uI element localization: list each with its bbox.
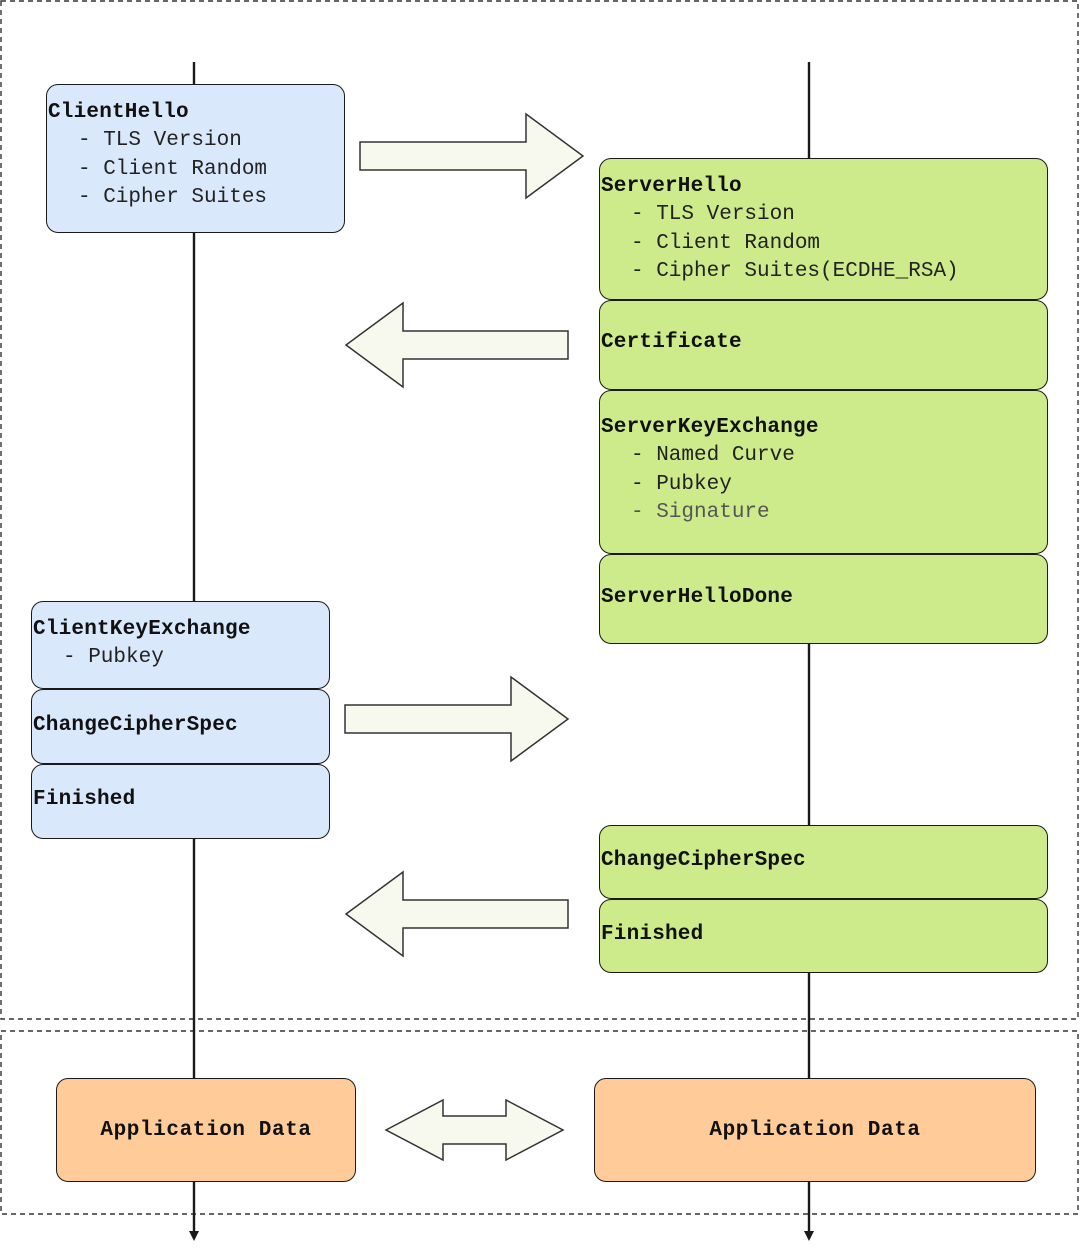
server-key-exchange-box: ServerKeyExchange - Named Curve - Pubkey… <box>599 390 1048 554</box>
server-hello-done-box: ServerHelloDone <box>599 554 1048 644</box>
certificate-box: Certificate <box>599 300 1048 390</box>
server-finished-arrow <box>344 870 569 958</box>
server-hello-arrow <box>344 301 569 389</box>
client-change-cipher-spec-box: ChangeCipherSpec <box>31 689 330 764</box>
client-application-data-label: Application Data <box>100 1118 312 1142</box>
client-key-exchange-arrow <box>344 675 570 763</box>
server-hello-title: ServerHello <box>601 175 742 198</box>
client-change-cipher-spec-title: ChangeCipherSpec <box>33 714 238 737</box>
server-key-exchange-item: - Named Curve <box>631 444 795 467</box>
server-change-cipher-spec-title: ChangeCipherSpec <box>601 849 806 872</box>
client-hello-arrow <box>359 112 585 200</box>
server-application-data-box: Application Data <box>594 1078 1036 1182</box>
client-key-exchange-item: - Pubkey <box>63 646 164 669</box>
client-hello-box: ClientHello - TLS Version - Client Rando… <box>46 84 345 233</box>
client-hello-title: ClientHello <box>48 101 189 124</box>
client-key-exchange-title: ClientKeyExchange <box>33 618 251 641</box>
client-application-data-box: Application Data <box>56 1078 356 1182</box>
server-change-cipher-spec-box: ChangeCipherSpec <box>599 825 1048 899</box>
server-key-exchange-item: - Pubkey <box>631 472 732 496</box>
client-finished-title: Finished <box>33 788 136 811</box>
client-hello-item: - TLS Version <box>78 129 242 152</box>
application-data-arrow <box>384 1098 565 1162</box>
server-finished-title: Finished <box>601 923 704 946</box>
server-hello-box: ServerHello - TLS Version - Client Rando… <box>599 158 1048 300</box>
server-key-exchange-title: ServerKeyExchange <box>601 416 819 439</box>
server-key-exchange-item: - Signature <box>631 501 770 524</box>
server-hello-item: - TLS Version <box>631 203 795 226</box>
certificate-title: Certificate <box>601 331 742 354</box>
server-finished-box: Finished <box>599 899 1048 973</box>
server-hello-done-title: ServerHelloDone <box>601 586 794 609</box>
client-key-exchange-box: ClientKeyExchange - Pubkey <box>31 601 330 689</box>
server-hello-item: - Client Random <box>631 231 821 255</box>
server-application-data-label: Application Data <box>709 1118 921 1142</box>
client-hello-item: - Cipher Suites <box>78 186 268 209</box>
client-hello-item: - Client Random <box>78 157 268 181</box>
handshake-section-frame <box>0 0 1079 1020</box>
client-finished-box: Finished <box>31 764 330 839</box>
server-hello-item: - Cipher Suites(ECDHE_RSA) <box>631 260 959 283</box>
